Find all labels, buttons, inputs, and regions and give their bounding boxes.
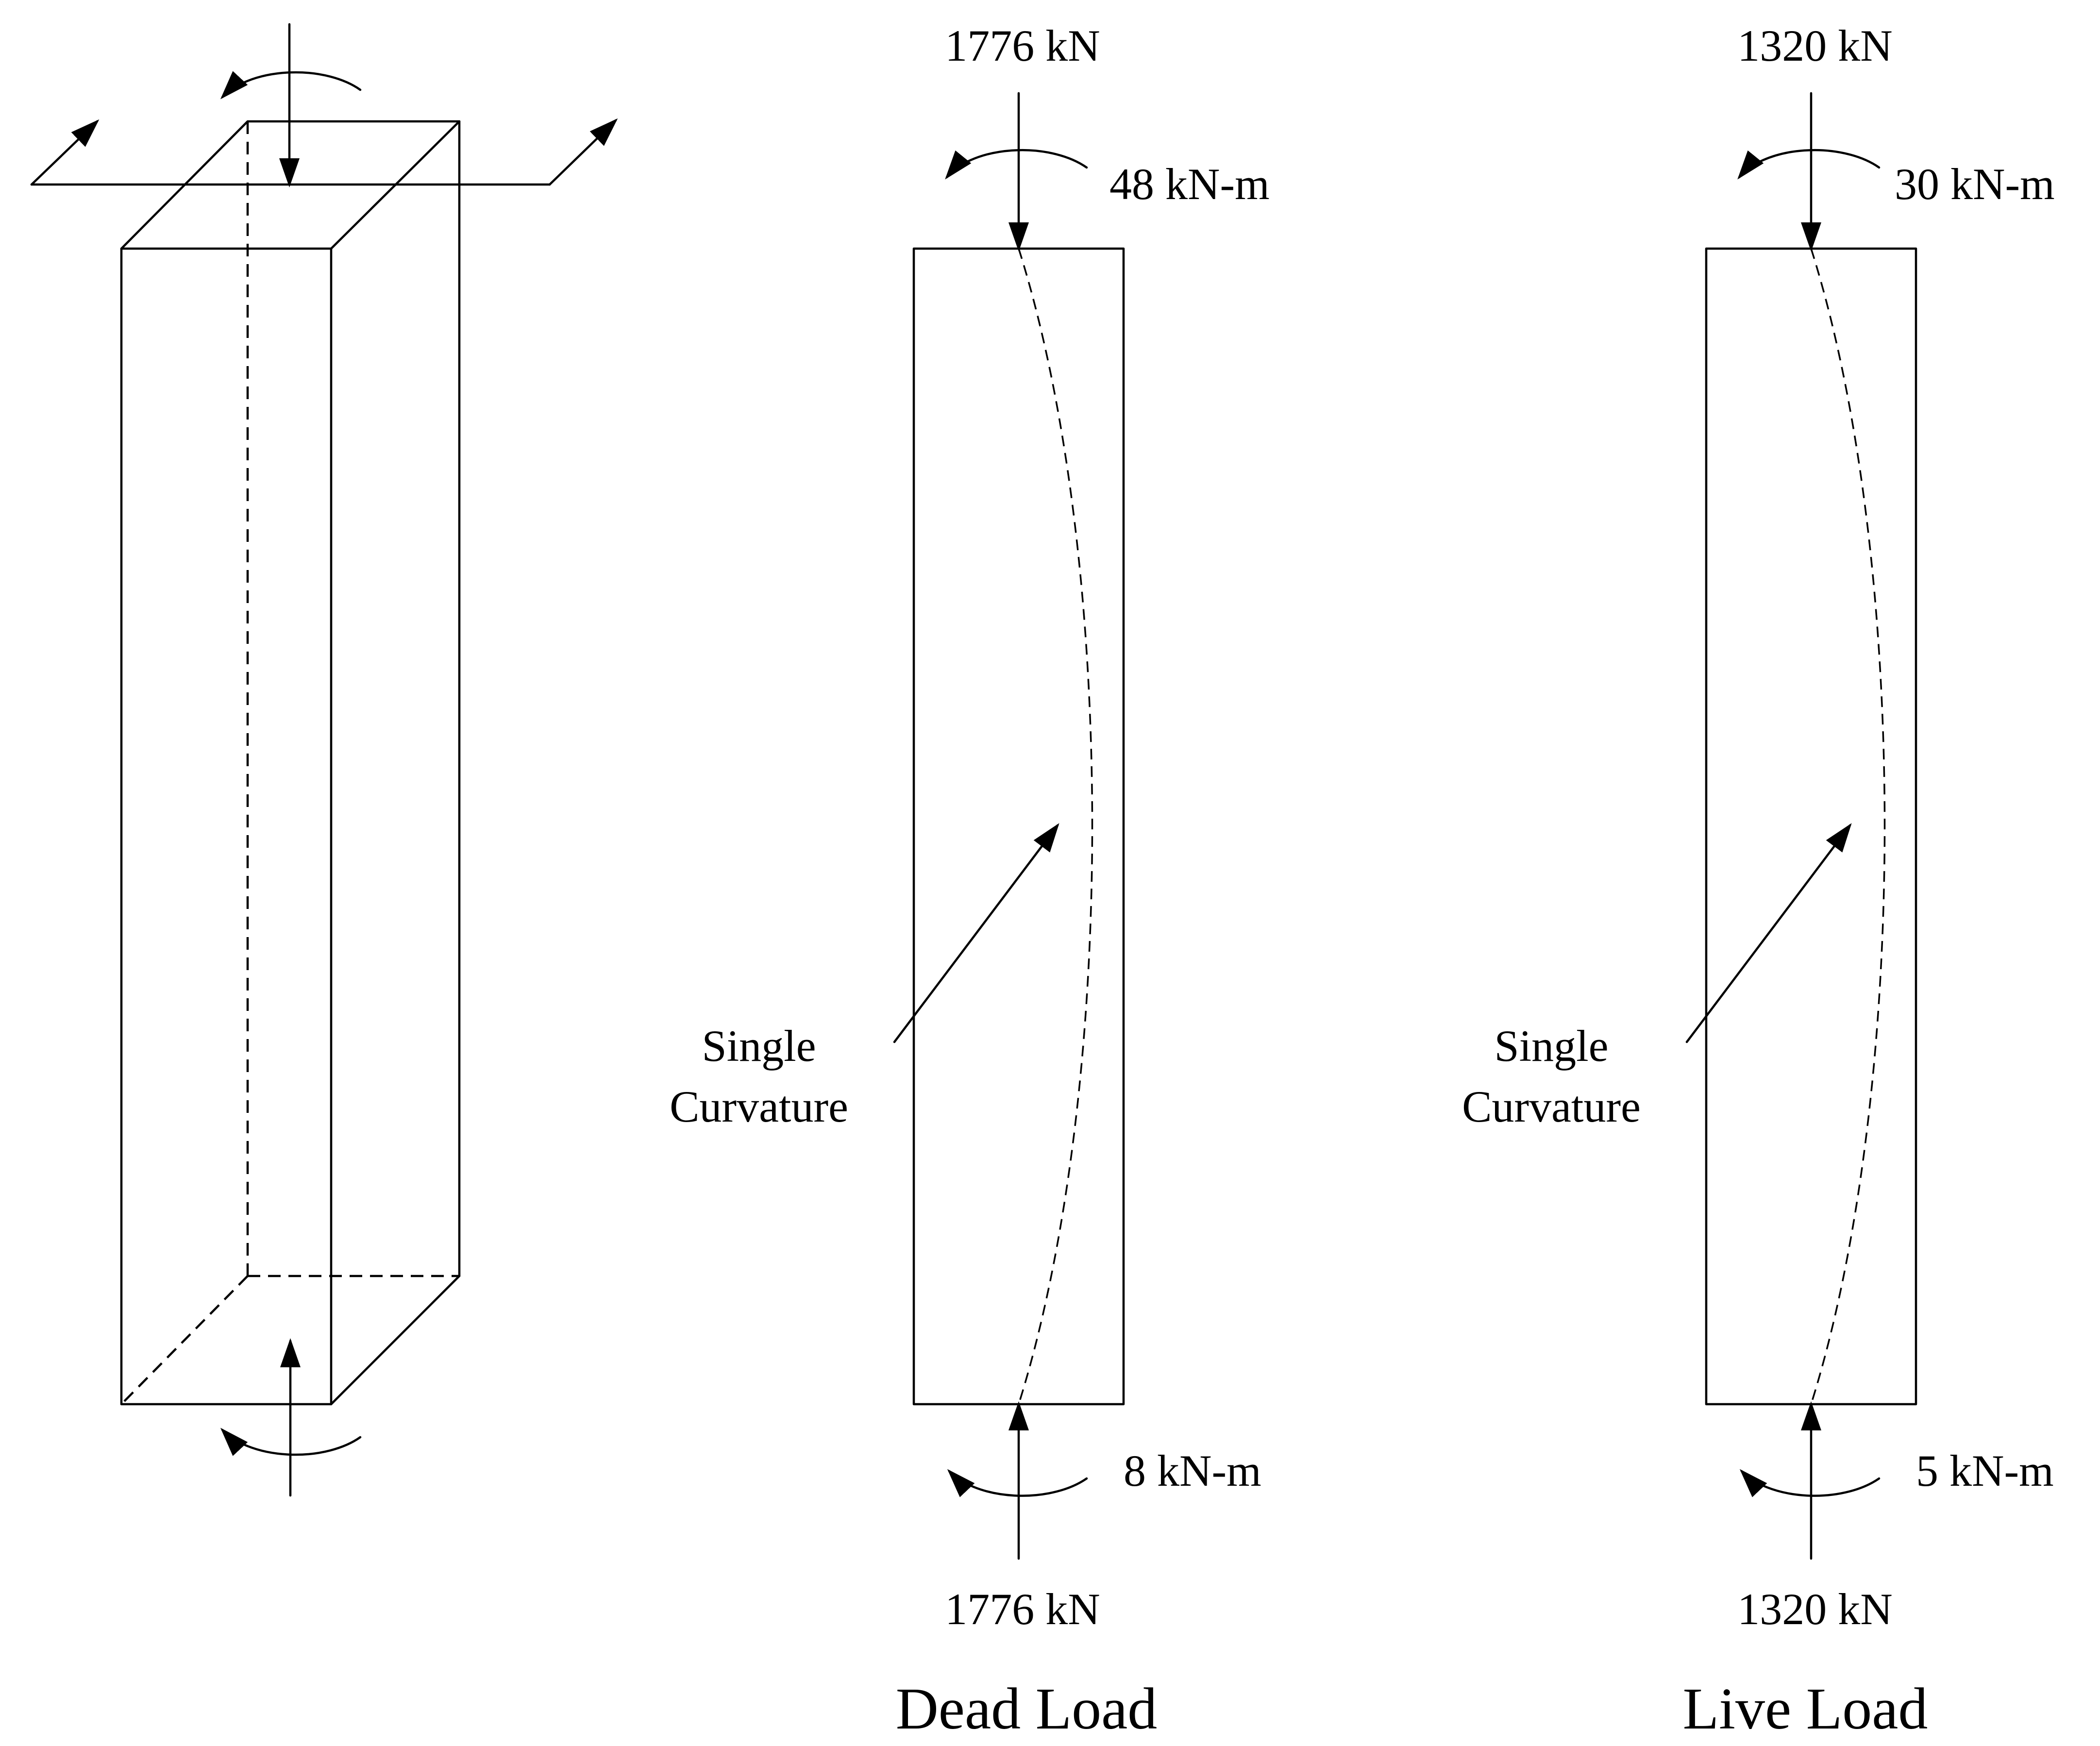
dead-load-top-force-label: 1776 kN <box>945 21 1100 70</box>
dead-load-bottom-force-label: 1776 kN <box>945 1584 1100 1634</box>
hidden-edge-left <box>120 1275 249 1405</box>
column-right-edge-bottom <box>330 1275 461 1406</box>
live-load-bottom-moment-label: 5 kN-m <box>1916 1446 2054 1495</box>
dead-load-deflected-shape <box>1018 248 1093 1405</box>
dead-load-top-moment-arrow <box>945 149 1088 180</box>
isometric-column <box>30 23 618 1497</box>
plane-arrow-right <box>548 118 618 186</box>
top-moment-arrow <box>220 71 362 100</box>
live-load-column: 1320 kN 30 kN-m Single Curvature 5 kN-m … <box>1462 21 2055 1742</box>
live-load-bottom-moment-arrow <box>1739 1469 1881 1497</box>
dead-load-top-moment-label: 48 kN-m <box>1109 159 1270 209</box>
dead-load-column: 1776 kN 48 kN-m Single Curvature 8 kN-m … <box>670 21 1270 1742</box>
dead-load-curvature-label-2: Curvature <box>670 1082 848 1131</box>
bottom-moment-arrow <box>220 1427 362 1456</box>
plane-arrow-left <box>30 119 100 186</box>
live-load-top-moment-arrow <box>1737 149 1881 180</box>
live-load-top-moment-label: 30 kN-m <box>1895 159 2055 209</box>
dead-load-curvature-pointer <box>893 823 1059 1043</box>
live-load-title: Live Load <box>1683 1676 1928 1742</box>
dead-load-curvature-label-1: Single <box>702 1021 816 1071</box>
live-load-deflected-shape <box>1810 248 1886 1405</box>
dead-load-bottom-moment-label: 8 kN-m <box>1124 1446 1261 1495</box>
live-load-curvature-label-2: Curvature <box>1462 1082 1641 1131</box>
dead-load-bottom-moment-arrow <box>947 1469 1088 1497</box>
live-load-curvature-pointer <box>1685 823 1852 1043</box>
live-load-curvature-label-1: Single <box>1494 1021 1608 1071</box>
live-load-top-force-label: 1320 kN <box>1737 21 1892 70</box>
column-front-face <box>120 247 333 1406</box>
dead-load-title: Dead Load <box>896 1676 1158 1742</box>
live-load-bottom-force-label: 1320 kN <box>1737 1584 1892 1634</box>
